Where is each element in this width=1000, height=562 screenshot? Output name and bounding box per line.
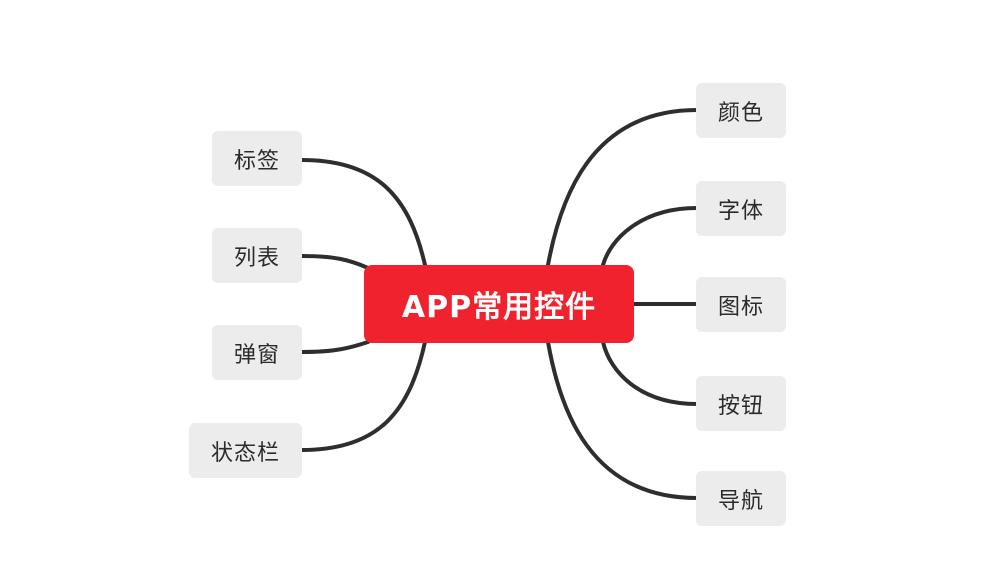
branch-node-button[interactable]: 按钮 xyxy=(696,376,786,431)
branch-label-icon: 图标 xyxy=(717,294,764,320)
connector-list xyxy=(300,254,370,270)
branch-node-icon[interactable]: 图标 xyxy=(696,277,786,332)
branch-node-color[interactable]: 颜色 xyxy=(696,83,786,138)
connector-status-bar xyxy=(300,340,427,452)
branch-label-font: 字体 xyxy=(717,198,764,224)
connector-font xyxy=(601,206,699,267)
branch-label-tag: 标签 xyxy=(233,148,280,174)
connector-popup xyxy=(300,340,370,354)
branch-node-tag[interactable]: 标签 xyxy=(212,131,302,186)
connector-color xyxy=(546,108,699,267)
connector-navigation xyxy=(546,340,699,500)
central-topic[interactable]: APP常用控件 xyxy=(364,265,634,343)
connector-tag xyxy=(300,158,427,267)
branch-label-button: 按钮 xyxy=(717,393,764,419)
branch-node-list[interactable]: 列表 xyxy=(212,228,302,283)
branch-label-popup: 弹窗 xyxy=(233,342,280,368)
connector-button xyxy=(601,340,699,406)
central-topic-label: APP常用控件 xyxy=(401,290,597,325)
branch-node-font[interactable]: 字体 xyxy=(696,181,786,236)
branch-label-status-bar: 状态栏 xyxy=(210,440,280,466)
branch-node-popup[interactable]: 弹窗 xyxy=(212,325,302,380)
branch-label-list: 列表 xyxy=(233,245,280,271)
branch-node-status-bar[interactable]: 状态栏 xyxy=(189,423,302,478)
branch-node-navigation[interactable]: 导航 xyxy=(696,471,786,526)
branch-label-color: 颜色 xyxy=(717,100,764,126)
branch-label-navigation: 导航 xyxy=(717,488,764,514)
